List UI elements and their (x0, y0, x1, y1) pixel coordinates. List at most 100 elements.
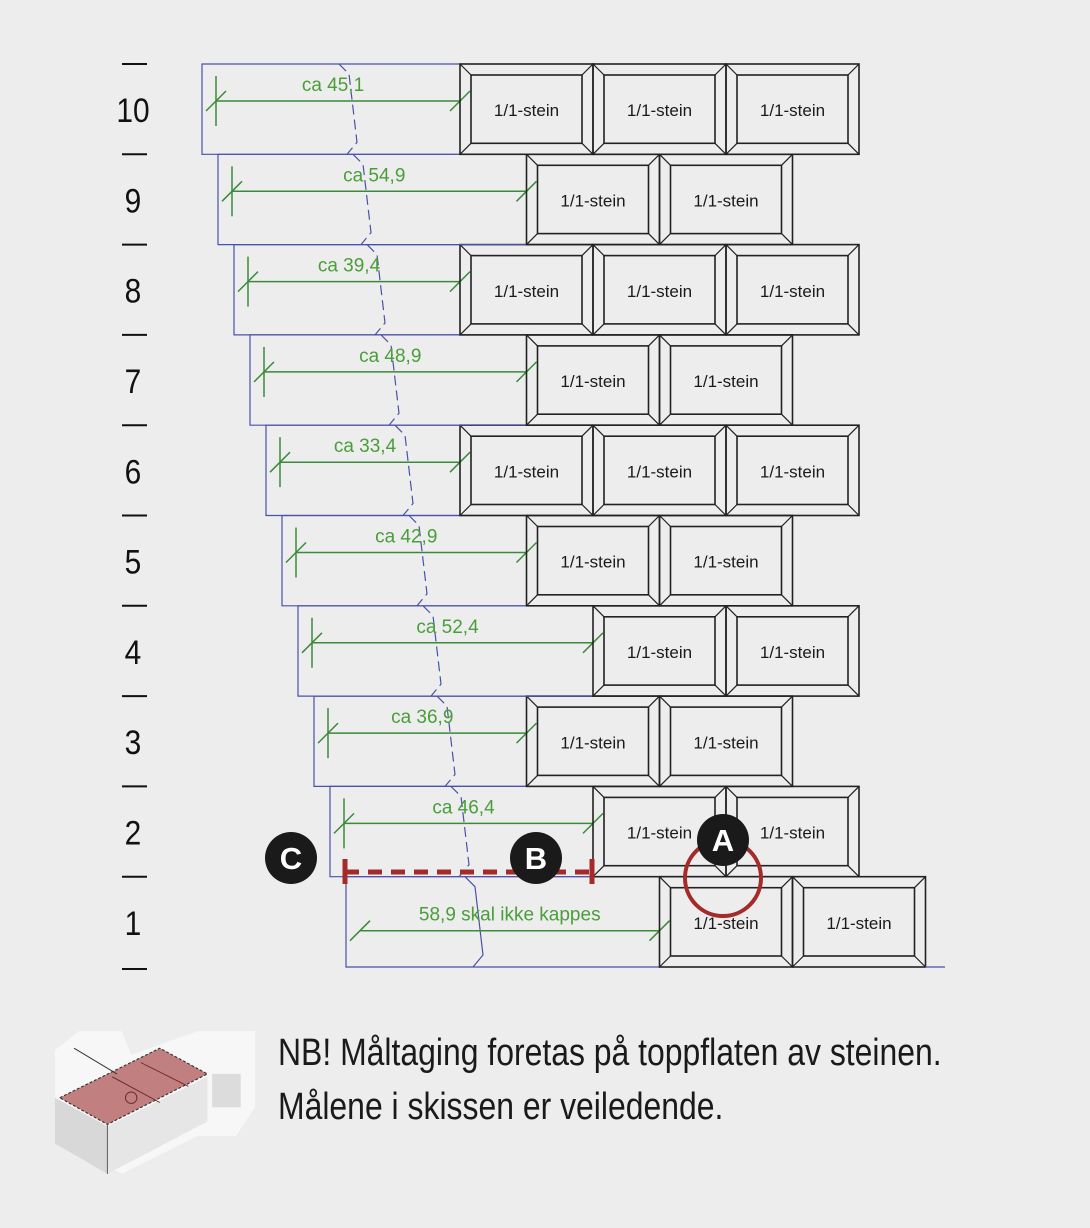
stone-bevel (459, 244, 472, 257)
stone-bevel (648, 515, 660, 527)
stone-inner (736, 435, 849, 506)
stone-inner (736, 74, 849, 145)
stone-bevel (792, 876, 804, 889)
stone-bevel (847, 424, 860, 437)
stone-label: 1/1-stein (693, 191, 758, 210)
dimension-tick (285, 541, 307, 564)
stone-bevel (914, 955, 926, 968)
full-stone: 1/1-stein (525, 514, 661, 607)
full-stone: 1/1-stein (725, 243, 860, 336)
row-number: 1 (125, 904, 142, 942)
stone-label: 1/1-stein (693, 733, 758, 752)
stone-bevel (659, 233, 671, 246)
stone-bevel (581, 424, 594, 437)
dimension-label: ca 42,9 (375, 527, 437, 548)
stone-label: 1/1-stein (627, 824, 692, 843)
stone-bevel (526, 594, 538, 607)
stone-bevel (526, 695, 538, 708)
stone-bevel (847, 684, 860, 697)
full-stone: 1/1-stein (658, 514, 794, 607)
stone-bevel (714, 244, 727, 257)
stone-bevel (459, 142, 472, 155)
measuring-top-surface-illustration (55, 1031, 255, 1174)
stone-bevel (792, 955, 804, 968)
dimension-label: ca 45,1 (302, 75, 364, 96)
cut-line (464, 876, 484, 968)
stone-bevel (714, 865, 727, 878)
stone-bevel (592, 424, 605, 437)
stone-bevel (714, 142, 727, 155)
row-number: 10 (116, 91, 149, 129)
marker-badge (510, 832, 562, 884)
stone-bevel (847, 865, 860, 878)
stone-label: 1/1-stein (494, 282, 559, 301)
stone-inner (736, 254, 849, 325)
stone-inner (669, 525, 783, 596)
marker-badge (265, 832, 317, 884)
stone-bevel (725, 504, 738, 516)
stone-bevel (659, 515, 671, 527)
stone-inner (470, 254, 583, 325)
stone-inner (536, 345, 650, 415)
stone-bevel (781, 334, 793, 347)
stone-bevel (781, 774, 793, 787)
stone-inner (669, 164, 783, 235)
stone-bevel (526, 233, 538, 246)
stone-bevel (714, 424, 727, 437)
stone-bevel (459, 504, 472, 516)
full-stone: 1/1-stein (658, 153, 794, 246)
marker-badge (697, 814, 749, 866)
dimension-tick (237, 271, 259, 293)
row-number: 4 (125, 633, 142, 671)
stone-label: 1/1-stein (627, 462, 692, 481)
stone-bevel (526, 413, 538, 426)
stone-bevel (648, 594, 660, 607)
stone-bevel (847, 504, 860, 516)
stone-inner (536, 164, 650, 235)
full-stone: 1/1-stein (525, 153, 661, 246)
cut-line (338, 63, 358, 155)
row-5: ca 42,9 1/1-stein 1/1-stein (281, 514, 794, 607)
stone-bevel (526, 334, 538, 347)
row-number: 7 (125, 362, 142, 400)
stone-bevel (659, 594, 671, 607)
cut-line (422, 605, 442, 697)
dimension-tick (221, 180, 243, 202)
marker-c: C (265, 832, 317, 884)
stone-label: 1/1-stein (693, 553, 758, 572)
full-stone: 1/1-stein (725, 604, 860, 697)
surface-hole (125, 1091, 138, 1104)
full-stone: 1/1-stein (725, 424, 860, 517)
stone-bevel (725, 244, 738, 257)
stone-label: 1/1-stein (560, 372, 625, 391)
full-stone: 1/1-stein (459, 63, 594, 156)
stone-bevel (581, 244, 594, 257)
stone-label: 1/1-stein (560, 191, 625, 210)
stone-label: 1/1-stein (627, 282, 692, 301)
cut-line (366, 244, 386, 336)
stone-inner (470, 74, 583, 145)
stone-bevel (725, 142, 738, 155)
stone-bevel (459, 424, 472, 437)
cut-line (394, 424, 414, 516)
stone-bevel (592, 63, 605, 76)
stone-bevel (592, 605, 605, 618)
full-stone: 1/1-stein (525, 334, 661, 426)
stone-bevel (847, 63, 860, 76)
stone-bevel (581, 63, 594, 76)
stone-bevel (847, 323, 860, 336)
stone-bevel (592, 323, 605, 336)
stone-bevel (659, 774, 671, 787)
dimension-tick (253, 361, 275, 383)
stone-bevel (714, 785, 727, 798)
stone-bevel (526, 774, 538, 787)
dimension-tick (333, 812, 355, 834)
stone-inner (802, 886, 916, 957)
stone-bevel (581, 323, 594, 336)
